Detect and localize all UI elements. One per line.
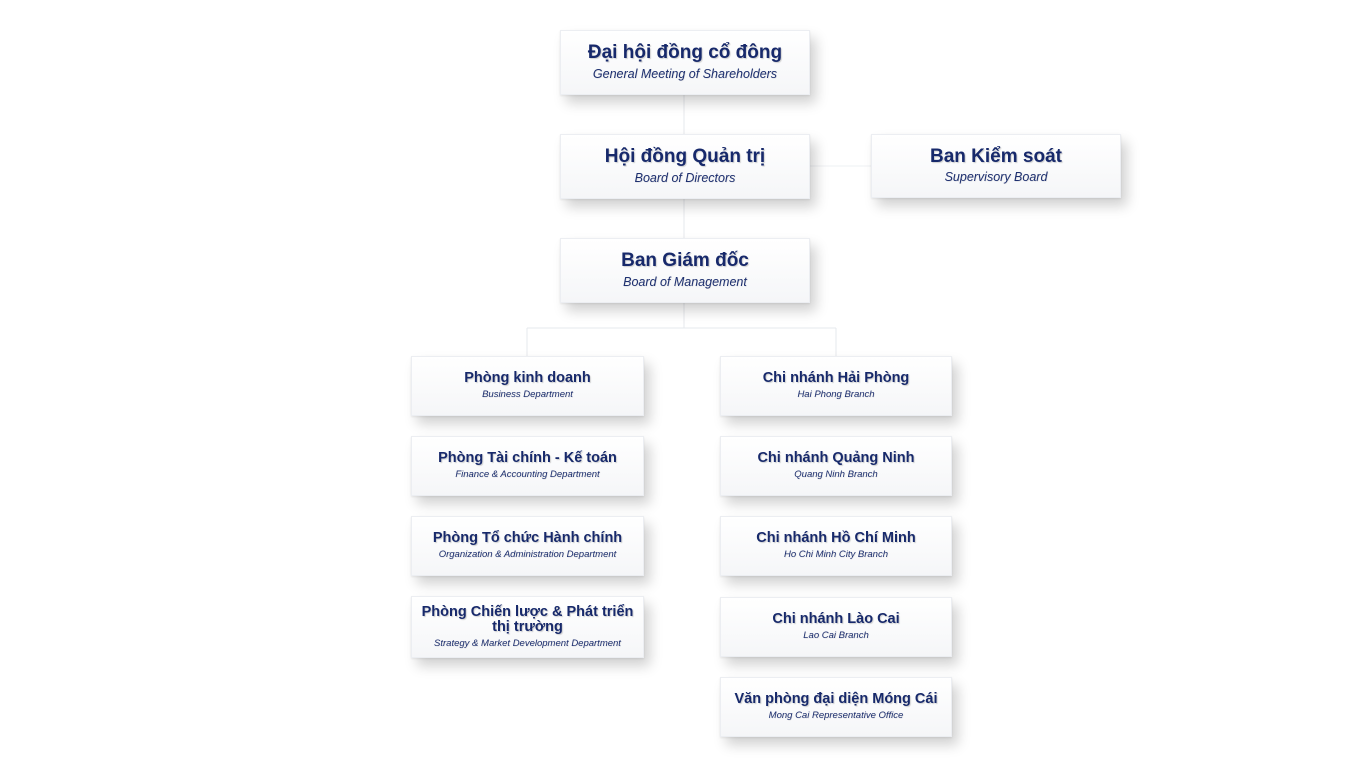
node-subtitle: Board of Directors: [634, 170, 736, 185]
node-ho-chi-minh-branch: Chi nhánh Hồ Chí Minh Ho Chi Minh City B…: [720, 516, 952, 576]
node-subtitle: Finance & Accounting Department: [455, 469, 600, 481]
node-finance-accounting-department: Phòng Tài chính - Kế toán Finance & Acco…: [411, 436, 644, 496]
node-title: Phòng Tài chính - Kế toán: [438, 450, 617, 467]
node-title: Đại hội đồng cổ đông: [587, 42, 783, 64]
node-title: Chi nhánh Quảng Ninh: [757, 450, 915, 467]
node-title: Phòng kinh doanh: [464, 370, 591, 387]
node-organization-administration-department: Phòng Tổ chức Hành chính Organization & …: [411, 516, 644, 576]
node-title: Chi nhánh Lào Cai: [772, 611, 900, 628]
node-title: Hội đồng Quản trị: [604, 146, 766, 168]
node-shareholders: Đại hội đồng cổ đông General Meeting of …: [560, 30, 810, 95]
node-board-of-management: Ban Giám đốc Board of Management: [560, 238, 810, 303]
node-title: Chi nhánh Hải Phòng: [762, 370, 910, 387]
node-quang-ninh-branch: Chi nhánh Quảng Ninh Quang Ninh Branch: [720, 436, 952, 496]
node-subtitle: Ho Chi Minh City Branch: [783, 549, 888, 561]
node-title: Văn phòng đại diện Móng Cái: [734, 691, 938, 708]
node-subtitle: Board of Management: [623, 274, 747, 289]
node-subtitle: Mong Cai Representative Office: [768, 710, 904, 722]
node-subtitle: Supervisory Board: [944, 170, 1048, 185]
node-title: Phòng Tổ chức Hành chính: [432, 530, 623, 547]
node-title: Phòng Chiến lược & Phát triển thị trường: [421, 603, 634, 636]
node-subtitle: Strategy & Market Development Department: [434, 637, 621, 649]
node-subtitle: Lao Cai Branch: [803, 630, 869, 642]
node-subtitle: Hai Phong Branch: [797, 389, 875, 401]
node-board-of-directors: Hội đồng Quản trị Board of Directors: [560, 134, 810, 199]
node-lao-cai-branch: Chi nhánh Lào Cai Lao Cai Branch: [720, 597, 952, 657]
node-subtitle: Organization & Administration Department: [438, 549, 617, 561]
node-subtitle: Quang Ninh Branch: [794, 469, 878, 481]
node-subtitle: Business Department: [482, 389, 573, 401]
node-mong-cai-representative-office: Văn phòng đại diện Móng Cái Mong Cai Rep…: [720, 677, 952, 737]
node-hai-phong-branch: Chi nhánh Hải Phòng Hai Phong Branch: [720, 356, 952, 416]
node-business-department: Phòng kinh doanh Business Department: [411, 356, 644, 416]
node-supervisory-board: Ban Kiểm soát Supervisory Board: [871, 134, 1121, 198]
node-title: Chi nhánh Hồ Chí Minh: [756, 530, 916, 547]
node-title: Ban Kiểm soát: [930, 145, 1062, 167]
node-strategy-market-development-department: Phòng Chiến lược & Phát triển thị trường…: [411, 596, 644, 658]
node-subtitle: General Meeting of Shareholders: [592, 66, 778, 81]
node-title: Ban Giám đốc: [621, 250, 749, 272]
